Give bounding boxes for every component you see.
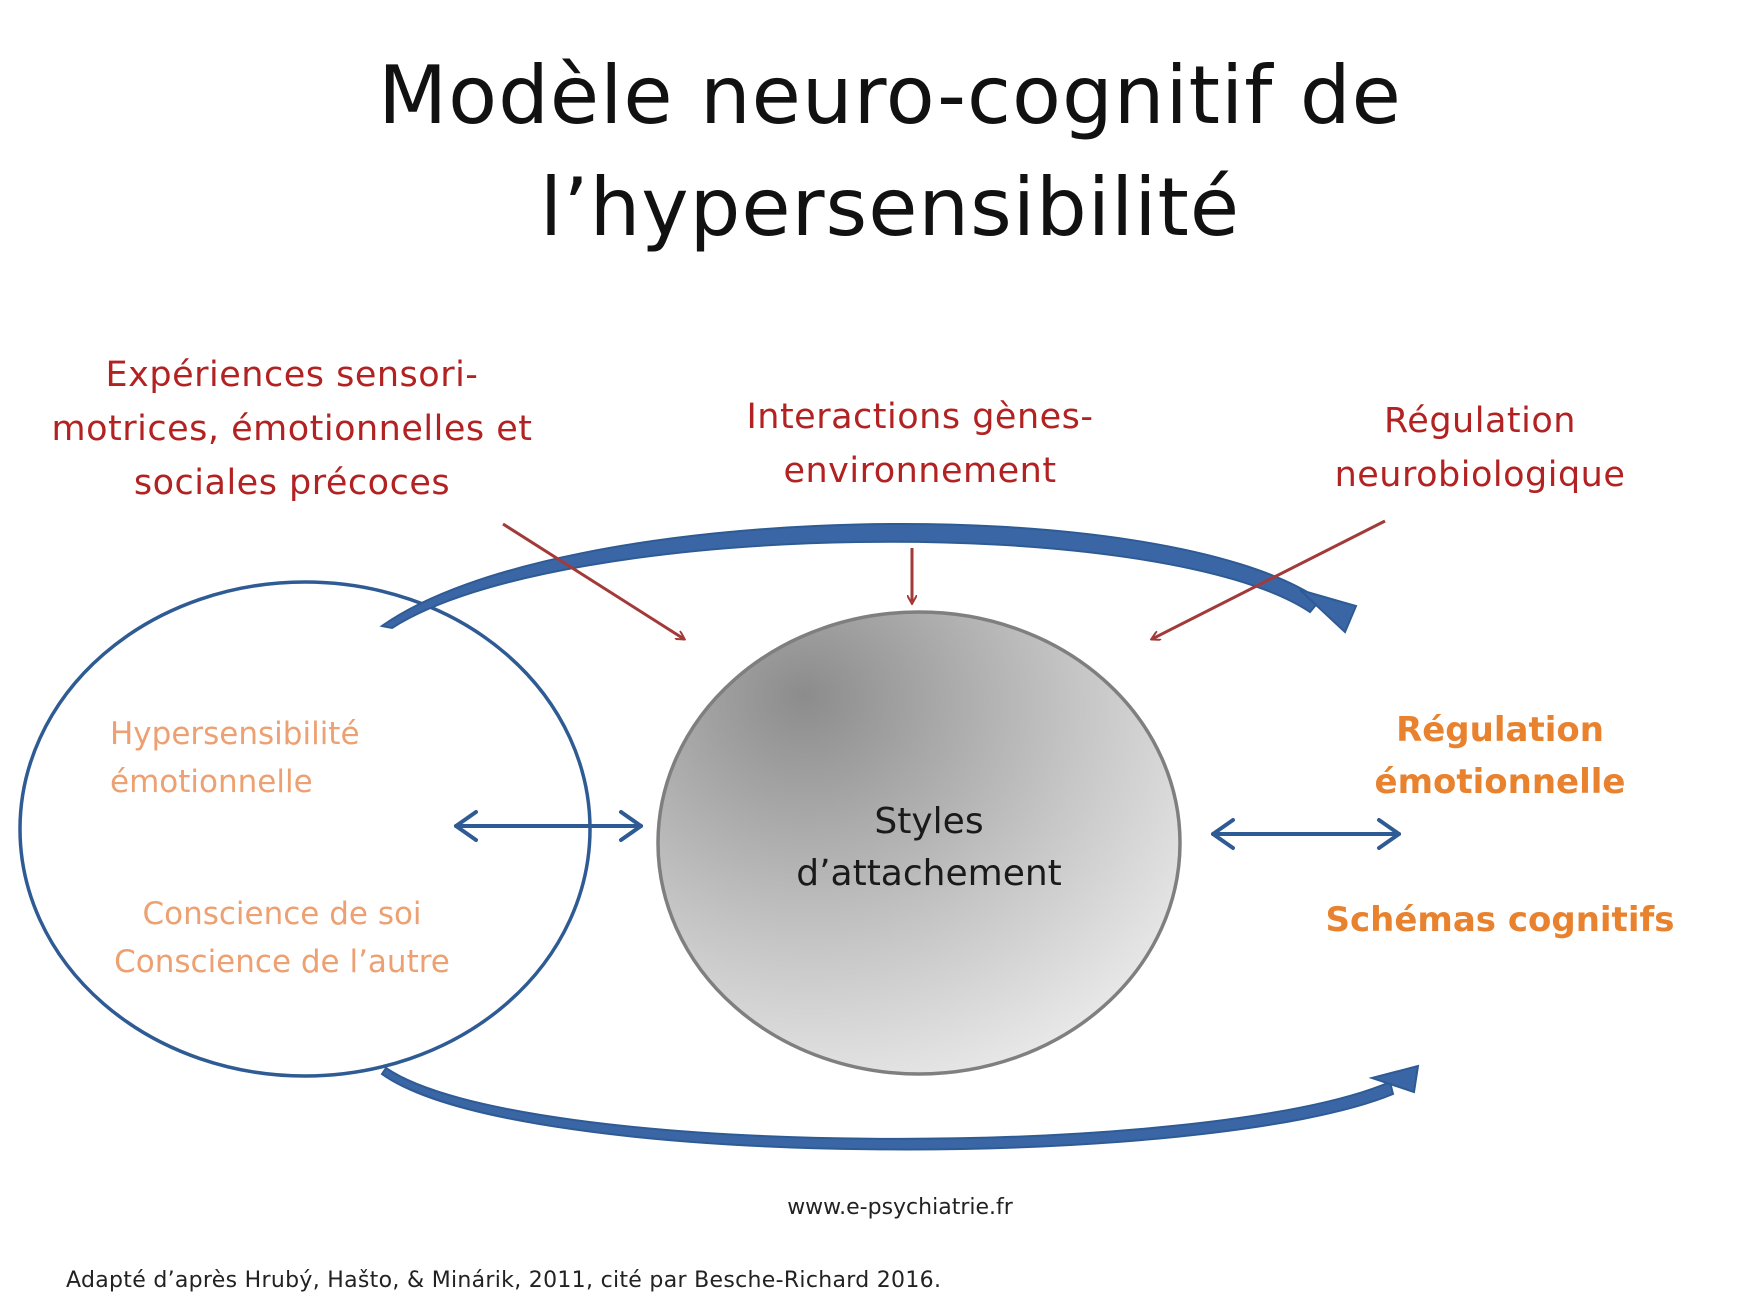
top-cycle-arrow xyxy=(379,523,1322,630)
label-awareness: Conscience de soi Conscience de l’autre xyxy=(112,890,452,986)
label-attachment-styles: Styles d’attachement xyxy=(769,796,1089,900)
gene-environment-line-1: Interactions gènes- xyxy=(746,397,1094,437)
bottom-cycle-arrow-head xyxy=(1368,1064,1420,1094)
center-circle xyxy=(656,610,1182,1076)
hypersensitivity-line-2: émotionnelle xyxy=(110,764,313,800)
emotional-regulation-line-2: émotionnelle xyxy=(1374,762,1626,802)
early-experiences-line-2: motrices, émotionnelles et xyxy=(51,409,533,449)
label-emotional-regulation: Régulation émotionnelle xyxy=(1340,704,1660,808)
left-circle xyxy=(18,580,592,1078)
label-gene-environment: Interactions gènes- environnement xyxy=(720,390,1120,498)
source-citation: Adapté d’après Hrubý, Hašto, & Minárik, … xyxy=(66,1268,942,1293)
neuro-regulation-line-1: Régulation xyxy=(1384,401,1576,441)
double-arrow-left xyxy=(454,810,643,842)
label-hypersensitivity: Hypersensibilité émotionnelle xyxy=(110,710,360,806)
emotional-regulation-line-1: Régulation xyxy=(1396,710,1604,750)
bottom-cycle-arrow xyxy=(380,1066,1395,1151)
neuro-regulation-line-2: neurobiologique xyxy=(1334,455,1626,495)
attachment-styles-line-1: Styles xyxy=(874,801,984,842)
double-arrow-right xyxy=(1211,818,1401,850)
label-early-experiences: Expériences sensori- motrices, émotionne… xyxy=(42,348,542,510)
top-cycle-arrow-head xyxy=(1299,589,1358,634)
website-text: www.e-psychiatrie.fr xyxy=(787,1195,1013,1220)
title-line-2: l’hypersensibilité xyxy=(539,161,1241,254)
page-title: Modèle neuro-cognitif de l’hypersensibil… xyxy=(0,40,1750,264)
early-experiences-line-3: sociales précoces xyxy=(133,463,451,503)
attachment-styles-line-2: d’attachement xyxy=(796,853,1062,894)
website-credit: www.e-psychiatrie.fr xyxy=(700,1195,1100,1220)
arrow-neuro-regulation xyxy=(1152,519,1386,639)
awareness-line-1: Conscience de soi xyxy=(142,896,422,932)
label-neuro-regulation: Régulation neurobiologique xyxy=(1310,394,1650,502)
early-experiences-line-1: Expériences sensori- xyxy=(105,355,479,395)
gene-environment-line-2: environnement xyxy=(783,451,1057,491)
arrow-early-experiences xyxy=(502,522,684,639)
hypersensitivity-line-1: Hypersensibilité xyxy=(110,716,360,752)
awareness-line-2: Conscience de l’autre xyxy=(114,944,450,980)
title-line-1: Modèle neuro-cognitif de xyxy=(378,49,1402,142)
cognitive-schemas-text: Schémas cognitifs xyxy=(1325,900,1675,940)
label-cognitive-schemas: Schémas cognitifs xyxy=(1320,894,1680,946)
